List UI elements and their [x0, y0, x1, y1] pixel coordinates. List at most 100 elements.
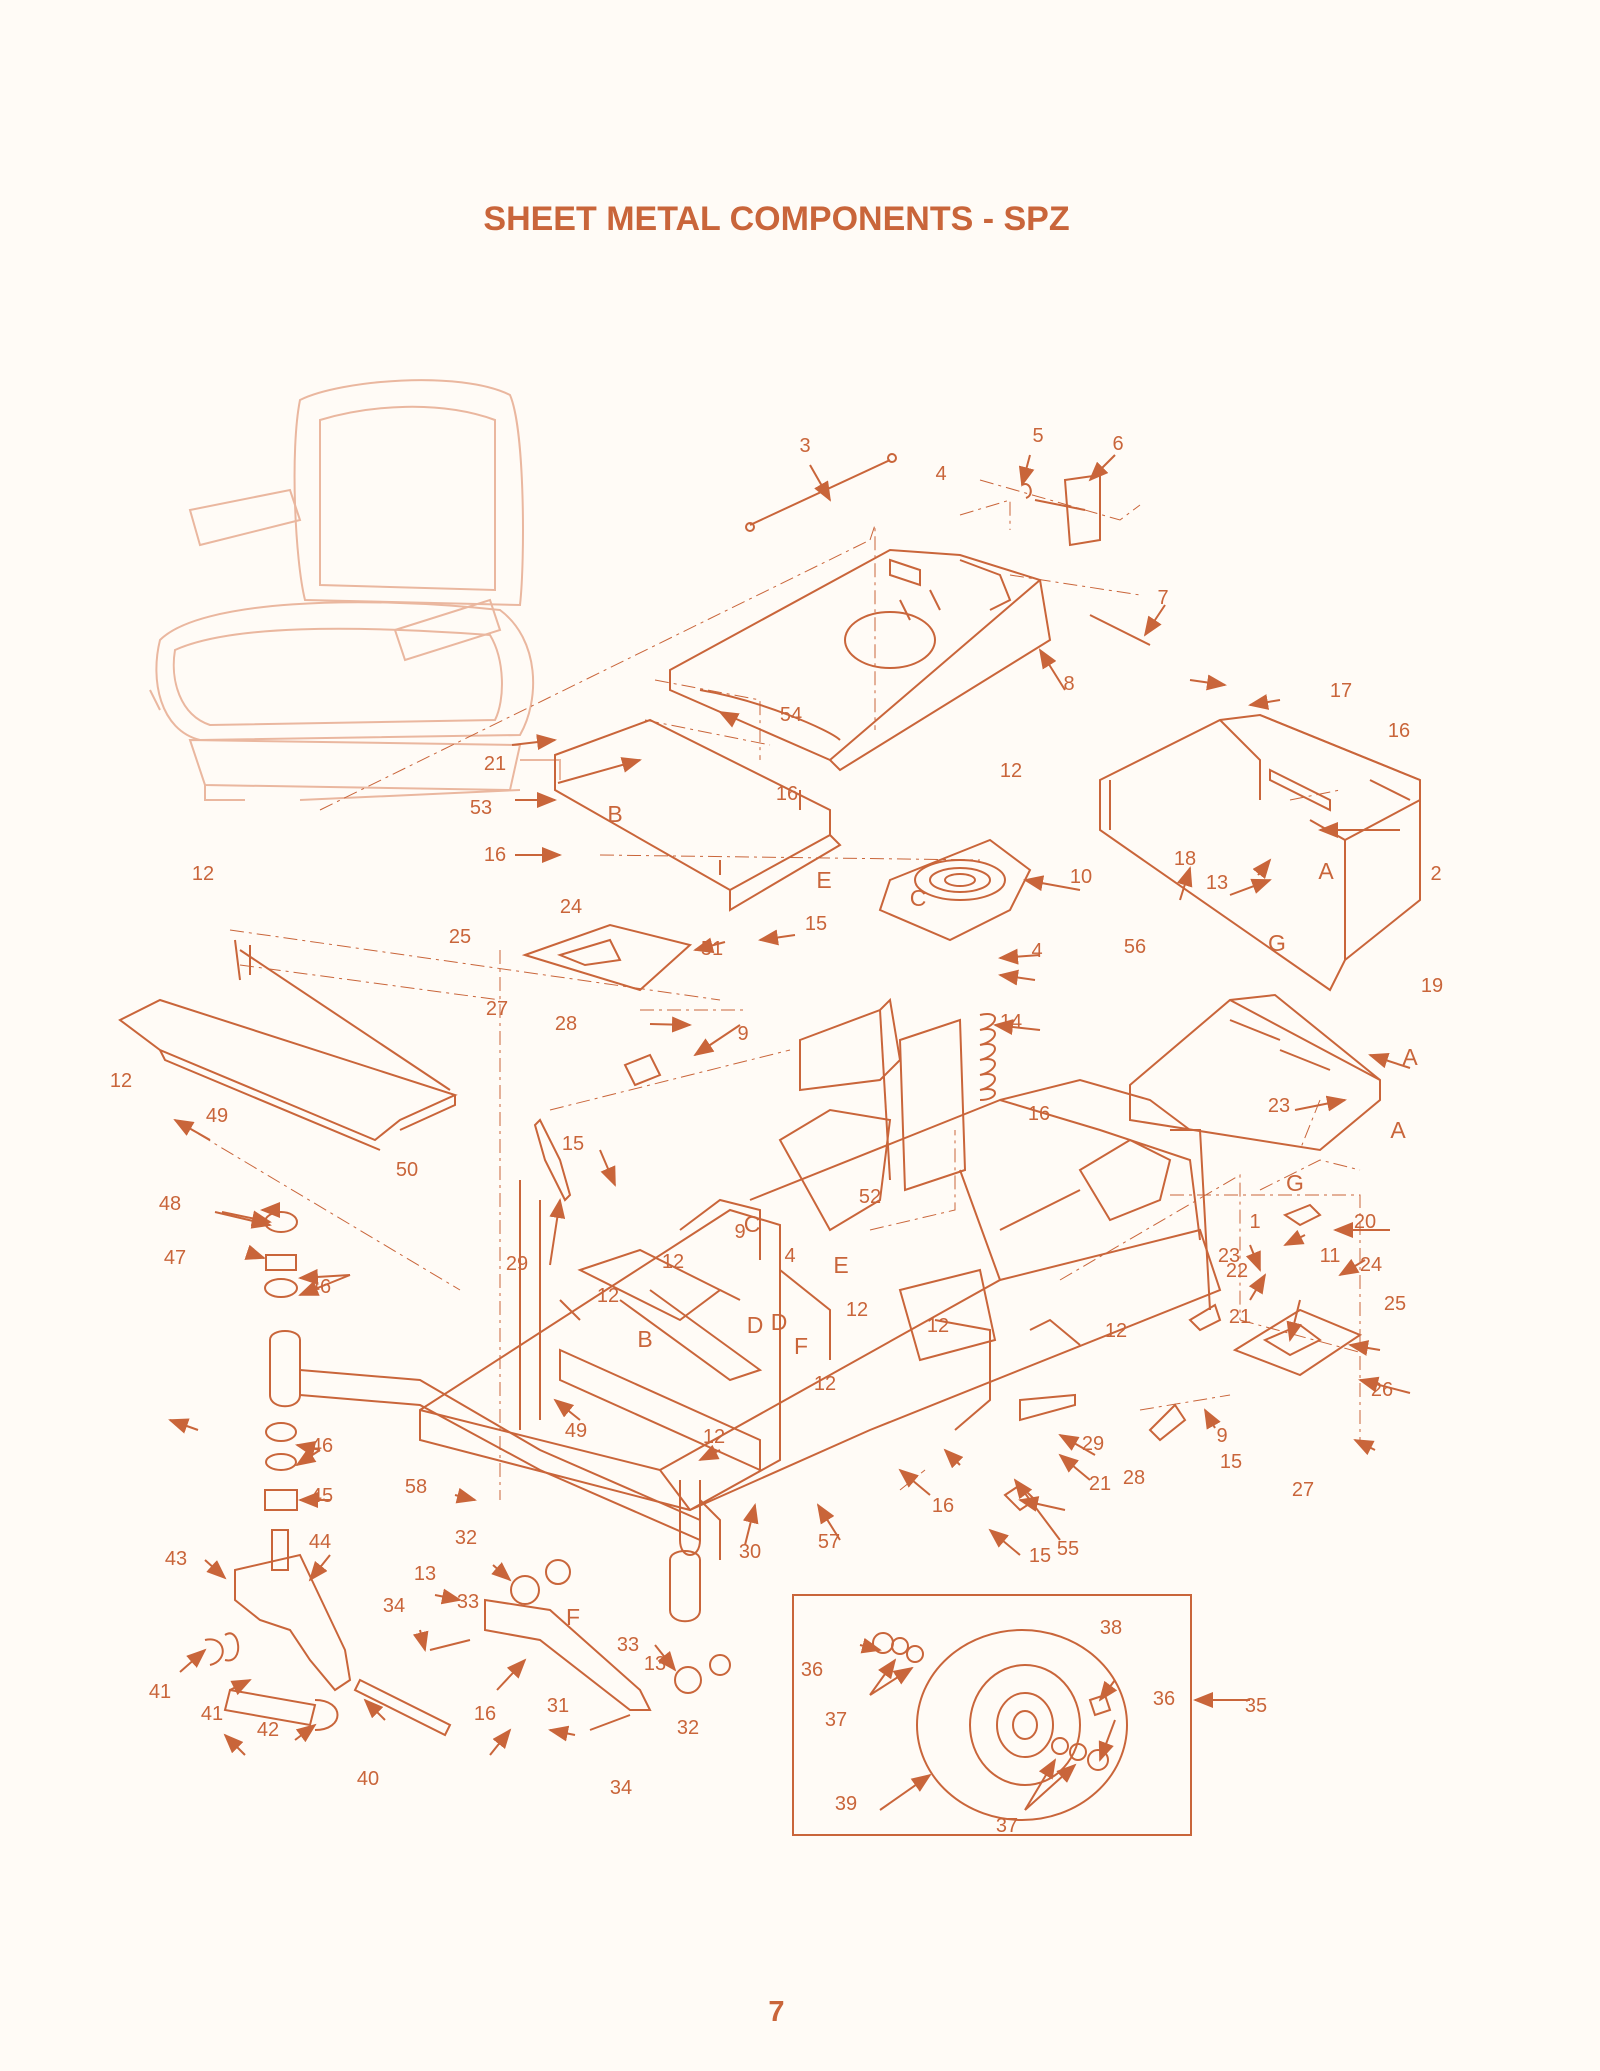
callout-8: 8 — [1063, 673, 1074, 695]
callout-16: 16 — [484, 844, 506, 866]
callout-6: 6 — [1112, 433, 1123, 455]
callout-21: 21 — [484, 753, 506, 775]
reference-letter-A: A — [1318, 858, 1334, 884]
callout-12: 12 — [846, 1299, 868, 1321]
callout-41: 41 — [149, 1681, 171, 1703]
callout-10: 10 — [1070, 866, 1092, 888]
page-number: 7 — [768, 1996, 785, 2028]
reference-letter-G: G — [1268, 930, 1286, 956]
reference-letter-F: F — [566, 1604, 580, 1630]
callout-41: 41 — [201, 1703, 223, 1725]
callout-33: 33 — [617, 1634, 639, 1656]
callout-3: 3 — [799, 435, 810, 457]
callout-11: 11 — [1320, 1245, 1341, 1267]
callout-30: 30 — [739, 1541, 761, 1563]
callout-16: 16 — [776, 783, 798, 805]
callout-12: 12 — [927, 1315, 949, 1337]
callout-33: 33 — [457, 1591, 479, 1613]
callout-12: 12 — [192, 863, 214, 885]
callout-16: 16 — [1388, 720, 1410, 742]
seat-plate — [878, 838, 1032, 942]
callout-55: 55 — [1057, 1538, 1079, 1560]
seat-illustration — [149, 379, 561, 801]
callout-45: 45 — [311, 1485, 333, 1507]
callout-32: 32 — [677, 1717, 699, 1739]
cover-plate-51 — [521, 923, 693, 992]
callout-12: 12 — [597, 1285, 619, 1307]
footrest — [118, 939, 458, 1151]
callout-15: 15 — [1220, 1451, 1242, 1473]
callout-49: 49 — [565, 1420, 587, 1442]
control-plate-26 — [1232, 1308, 1363, 1377]
callout-49: 49 — [206, 1105, 228, 1127]
reference-letter-E: E — [833, 1252, 848, 1278]
reference-letter-C: C — [910, 885, 927, 911]
callout-29: 29 — [1082, 1433, 1104, 1455]
seat-pan — [669, 548, 1052, 772]
callout-25: 25 — [1384, 1293, 1406, 1315]
callout-27: 27 — [486, 998, 508, 1020]
callout-29: 29 — [506, 1253, 528, 1275]
callout-21: 21 — [1229, 1306, 1251, 1328]
callout-5: 5 — [1032, 425, 1043, 447]
callout-21: 21 — [1089, 1473, 1111, 1495]
callout-14: 14 — [1000, 1011, 1022, 1033]
callout-4: 4 — [1031, 940, 1042, 962]
callout-52: 52 — [859, 1186, 881, 1208]
wheel-assembly-inset — [792, 1594, 1192, 1836]
callout-37: 37 — [825, 1709, 847, 1731]
callout-54: 54 — [780, 704, 802, 726]
leader-lines — [168, 454, 1411, 1811]
reference-letter-D: D — [747, 1312, 764, 1338]
callout-16: 16 — [932, 1495, 954, 1517]
callout-16: 16 — [474, 1703, 496, 1725]
callout-26: 26 — [1371, 1379, 1393, 1401]
callout-42: 42 — [257, 1719, 279, 1741]
callout-35: 35 — [1245, 1695, 1267, 1717]
callout-23: 23 — [1268, 1095, 1290, 1117]
reference-letter-E: E — [816, 867, 831, 893]
callout-53: 53 — [470, 797, 492, 819]
callout-56: 56 — [1124, 936, 1146, 958]
callout-24: 24 — [560, 896, 582, 918]
callout-13: 13 — [1206, 872, 1228, 894]
reference-letter-A: A — [1402, 1044, 1418, 1070]
callout-15: 15 — [805, 913, 827, 935]
callout-12: 12 — [1000, 760, 1022, 782]
callout-28: 28 — [555, 1013, 577, 1035]
callout-9: 9 — [737, 1023, 748, 1045]
page-title: SHEET METAL COMPONENTS - SPZ — [483, 200, 1070, 238]
callout-57: 57 — [818, 1531, 840, 1553]
main-frame — [419, 997, 1222, 1560]
side-panel-56 — [1129, 993, 1381, 1152]
callout-43: 43 — [165, 1548, 187, 1570]
callout-15: 15 — [562, 1133, 584, 1155]
callout-27: 27 — [1292, 1479, 1314, 1501]
callout-50: 50 — [396, 1159, 418, 1181]
callout-31: 31 — [547, 1695, 569, 1717]
callout-37: 37 — [996, 1815, 1018, 1837]
callout-15: 15 — [1029, 1545, 1051, 1567]
callout-4: 4 — [784, 1245, 795, 1267]
callout-2: 2 — [1430, 863, 1441, 885]
callout-34: 34 — [610, 1777, 632, 1799]
callout-12: 12 — [814, 1373, 836, 1395]
callout-17: 17 — [1330, 680, 1352, 702]
callout-4: 4 — [935, 463, 946, 485]
callout-20: 20 — [1354, 1211, 1376, 1233]
callout-22: 22 — [1226, 1260, 1248, 1282]
callout-9: 9 — [734, 1221, 745, 1243]
callout-51: 51 — [701, 938, 723, 960]
linkage-bracket — [429, 1559, 731, 1731]
reference-letter-D: D — [771, 1309, 788, 1335]
callout-36: 36 — [801, 1659, 823, 1681]
callout-44: 44 — [309, 1531, 331, 1553]
callout-40: 40 — [357, 1768, 379, 1790]
reference-letter-B: B — [637, 1326, 652, 1352]
callout-12: 12 — [703, 1426, 725, 1448]
callout-19: 19 — [1421, 975, 1443, 997]
callout-46: 46 — [311, 1435, 333, 1457]
